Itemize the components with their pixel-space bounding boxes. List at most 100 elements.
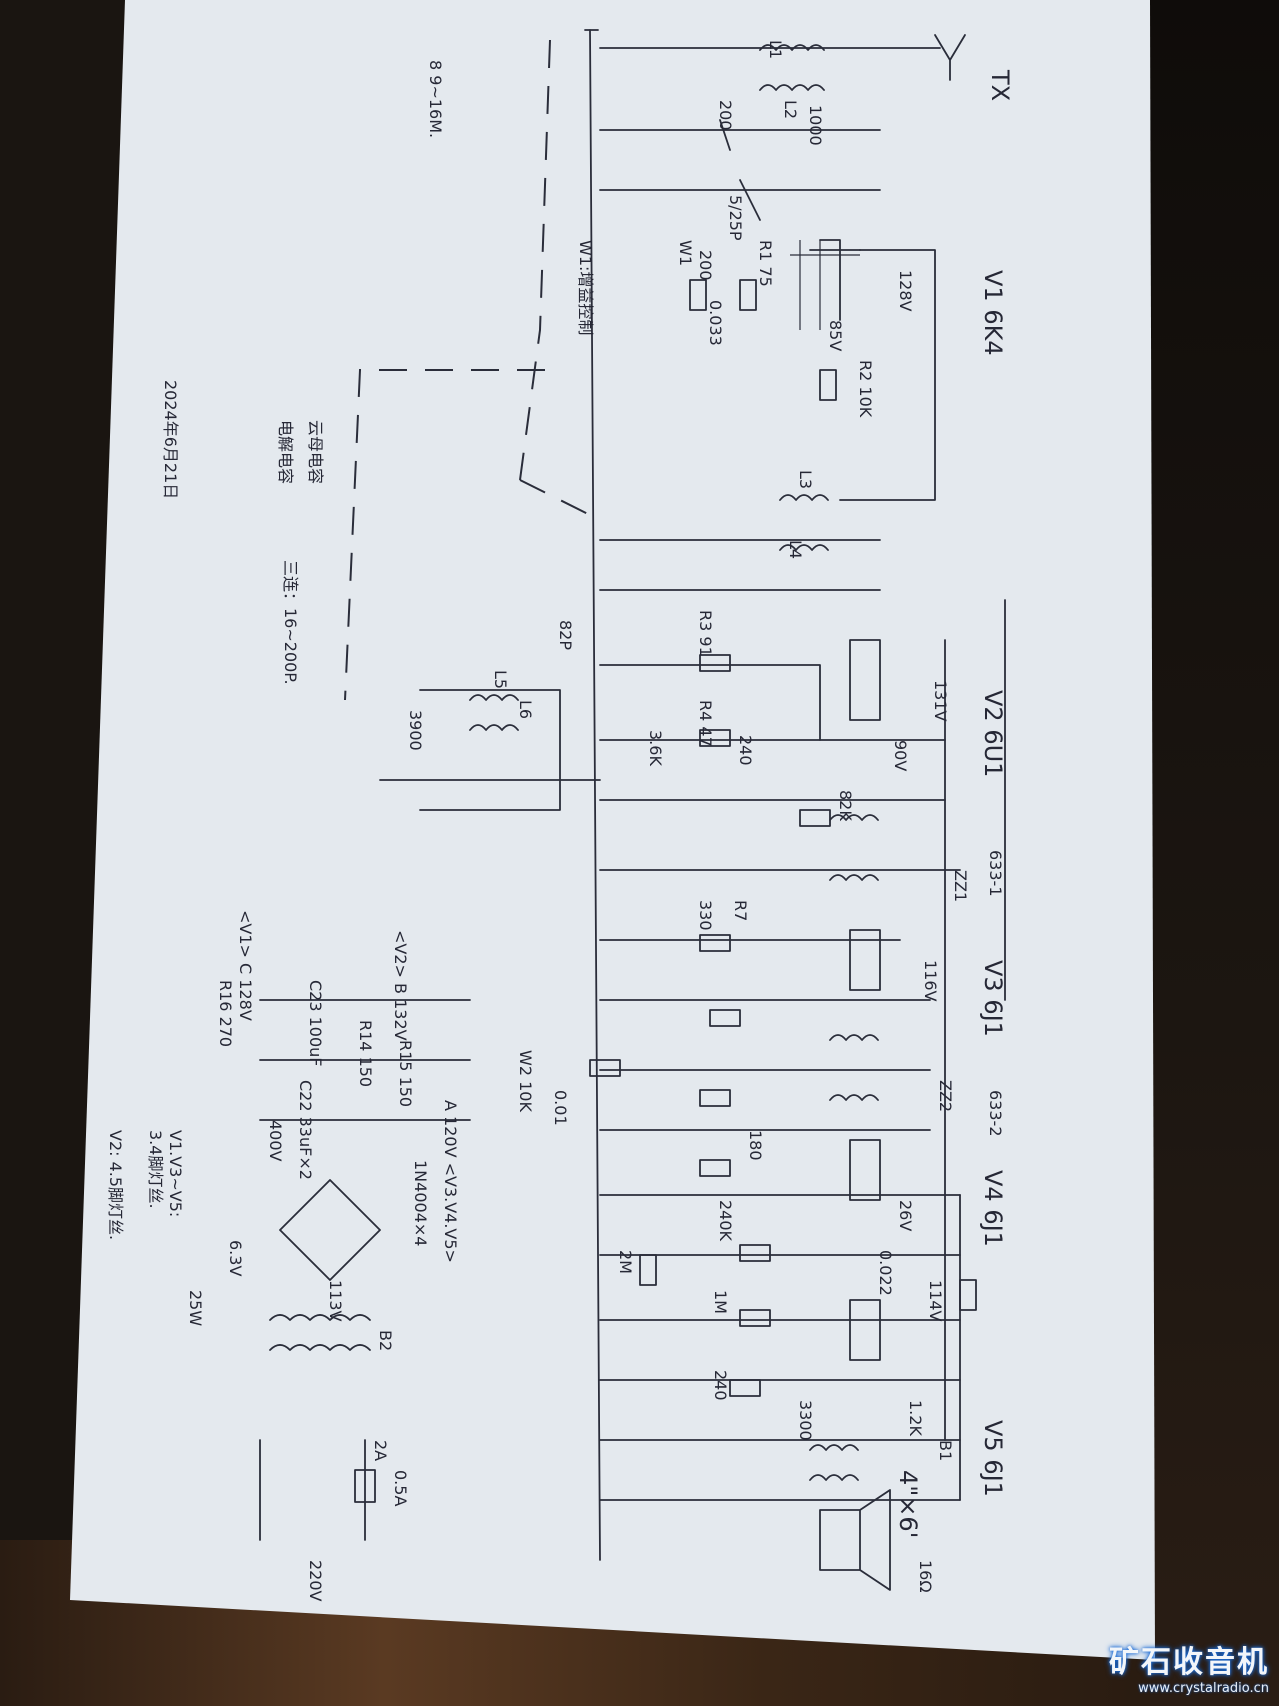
power-transformer	[269, 1314, 371, 1321]
r200-label: 200	[696, 250, 715, 281]
r7-label: R7	[731, 900, 750, 921]
r180-label: 180	[746, 1130, 765, 1161]
coil-l1	[759, 44, 825, 51]
triangle-note: 电解电容	[276, 420, 295, 484]
w1-note: W1:增益控制	[576, 240, 595, 335]
output-transformer	[809, 1444, 859, 1481]
resistor-r8	[709, 1009, 741, 1027]
gang-link-dashed	[519, 39, 551, 481]
tube-v1-label: V1 6K4	[979, 270, 1007, 356]
l4-label: L4	[786, 540, 805, 559]
resistor-r10	[699, 1159, 731, 1177]
v26-label: 26V	[896, 1200, 915, 1231]
cap-5-25p-label: 5/25P	[726, 195, 745, 241]
resistor-r13	[729, 1379, 761, 1397]
supply-a-label: A 120V <V3.V4.V5>	[441, 1100, 460, 1263]
b1-label: B1	[936, 1440, 955, 1461]
v116-label: 116V	[921, 960, 940, 1002]
v114-label: 114V	[926, 1280, 945, 1322]
gang-lines	[599, 129, 881, 191]
w1-label: W1	[676, 240, 695, 266]
tube-v3-label: V3 6J1	[979, 960, 1007, 1037]
speaker-size-label: 4"×6'	[894, 1470, 922, 1538]
rectifier-label: 1N4004×4	[411, 1160, 430, 1246]
watermark-title: 矿石收音机	[1109, 1645, 1269, 1680]
resistor-star	[959, 1279, 977, 1311]
hv-label: 113V	[326, 1280, 345, 1322]
r-1-2k-label: 1.2K	[906, 1400, 925, 1436]
l6-label: L6	[516, 700, 535, 719]
mains-lines	[259, 1439, 366, 1541]
if-633-1-label: 633-1	[986, 850, 1005, 897]
r14-label: R14 150	[356, 1020, 375, 1087]
w2-label: W2 10K	[516, 1050, 535, 1112]
supply-b-label: <V2> B 132V	[391, 930, 410, 1041]
c23-label: C23 100uF	[306, 980, 325, 1067]
date-note: 2024年6月21日	[161, 380, 180, 499]
coil-l4	[779, 544, 829, 551]
if-633-2-label: 633-2	[986, 1090, 1005, 1137]
speaker-icon	[819, 1489, 891, 1591]
fuse	[354, 1469, 376, 1503]
resistor-r5	[799, 809, 831, 827]
tube-v2-label: V2 6U1	[979, 690, 1007, 777]
resistor-r11	[739, 1244, 771, 1262]
resistor-w1	[689, 279, 707, 311]
cap-0-01-label: 0.01	[551, 1090, 570, 1126]
tube-v5	[849, 1299, 881, 1361]
coil-l5	[469, 694, 519, 701]
l5-label: L5	[491, 670, 510, 689]
cap-1000-label: 1000	[806, 105, 825, 146]
watermark-url: www.crystalradio.cn	[1138, 1681, 1269, 1696]
bridge-rectifier	[279, 1179, 381, 1281]
tube-v2	[849, 639, 881, 721]
cap-3300-label: 3300	[796, 1400, 815, 1441]
resistor-r2	[819, 369, 837, 401]
cap-0033-label: 0.033	[706, 300, 725, 346]
tube-v1	[809, 239, 861, 321]
dark-background	[1150, 0, 1279, 1706]
antenna-icon	[934, 34, 966, 81]
mains-label: 220V	[306, 1560, 325, 1602]
r240b-label: 240	[711, 1370, 730, 1401]
l2-label: L2	[781, 100, 800, 119]
heater-note-1: V1.V3~V5:	[166, 1130, 185, 1217]
antenna-label: TX	[986, 69, 1014, 101]
supply-rails	[259, 999, 471, 1121]
circle-note: 云母电容	[306, 420, 325, 484]
if-transformer-1	[829, 814, 879, 821]
b2-label: B2	[376, 1330, 395, 1351]
watermark: 矿石收音机 www.crystalradio.cn	[1109, 1637, 1269, 1696]
r75-label: R1 75	[756, 240, 775, 287]
zz2-label: ZZ2	[936, 1080, 955, 1112]
v2-grid-line	[599, 664, 821, 741]
cap-82p-label: 82P	[556, 620, 575, 650]
r240k-label: 240K	[716, 1200, 735, 1242]
r10k-label: R2 10K	[856, 360, 875, 418]
v90-label: 90V	[891, 740, 910, 771]
switch-amp-label: 2A	[371, 1440, 390, 1461]
resistor-r4	[699, 729, 731, 747]
r2m-label: 2M	[616, 1250, 635, 1274]
resistor-r12	[739, 1309, 771, 1327]
r47-label: R4 47	[696, 700, 715, 747]
r91-label: R3 91	[696, 610, 715, 657]
if-transformer-2	[829, 1034, 879, 1041]
resistor-r1	[739, 279, 757, 311]
band-note: 8 9~16M.	[426, 60, 445, 138]
heater-note-2: 3.4脚灯丝.	[146, 1130, 165, 1209]
ground-bus	[589, 29, 601, 1561]
supply-c-label: <V1> C 128V	[236, 910, 255, 1021]
c22-label: C22 33uF×2	[296, 1080, 315, 1180]
heater-voltage-label: 6.3V	[226, 1240, 245, 1276]
speaker-ohm-label: 16Ω	[916, 1560, 935, 1593]
schematic-paper	[70, 0, 1155, 1660]
tube-v4	[849, 1139, 881, 1201]
gang-note: 三连：16~200P.	[281, 560, 300, 685]
power-label: 25W	[186, 1290, 205, 1326]
v1-plate-line	[839, 249, 936, 501]
l1-label: L1	[766, 40, 785, 59]
tube-v5-label: V5 6J1	[979, 1420, 1007, 1497]
r82k-label: 82K	[836, 790, 855, 821]
